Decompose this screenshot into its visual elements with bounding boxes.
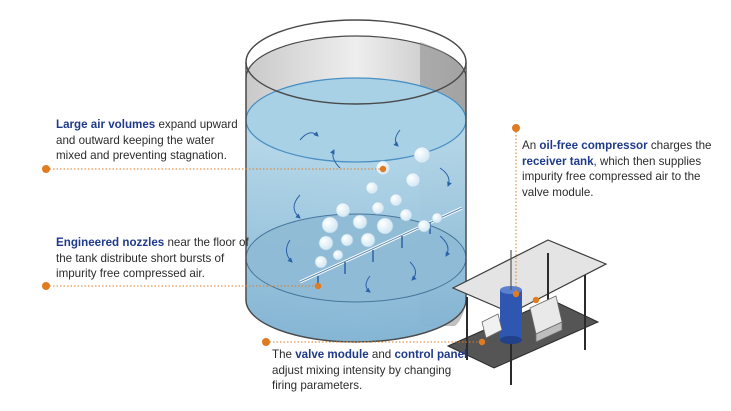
nozzles-highlight: Engineered nozzles [56,236,165,249]
nozzles-target-dot [314,282,322,290]
valve-callout: The valve module and control panel adjus… [272,347,472,394]
circulation-arrows [286,129,452,293]
air-volumes-highlight: Large air volumes [56,118,156,131]
air-volumes-callout: Large air volumes expand upward and outw… [56,117,246,164]
water-surface [245,77,467,163]
air-bubbles [314,146,443,269]
compressor-target-dot [532,296,540,304]
valve-text: adjust mixing intensity by changing firi… [272,363,452,393]
compressor-highlight: oil-free compressor [539,139,648,152]
callout-leaders [46,128,517,343]
air-volumes-target-dot [379,165,387,173]
compressor-callout: An oil-free compressor charges the recei… [522,138,727,200]
compressor-mid: charges the [647,139,712,152]
compressor-shelter [446,239,608,385]
valve-mid: and [368,348,395,361]
control-panel-highlight: control panel [394,348,468,361]
valve-module [481,313,503,339]
compressor-dot [512,124,520,132]
shelter-roof [451,239,608,314]
nozzles-dot [42,282,50,290]
tank-outline [245,62,467,343]
valve-lead: The [272,348,296,361]
receiver-target-dot [512,290,520,298]
compressor-text: , which then supplies impurity free comp… [522,154,702,199]
water-tank [245,19,467,343]
oil-free-compressor [529,295,563,343]
nozzles-callout: Engineered nozzles near the floor of the… [56,235,251,282]
receiver-tank-highlight: receiver tank [522,154,594,168]
nozzles-text: near the floor of the tank distribute sh… [56,236,249,280]
air-volumes-text: expand upward and outward keeping the wa… [56,118,238,162]
valve-target-dot [478,338,486,346]
valve-module-highlight: valve module [295,348,369,361]
valve-dot [262,338,270,346]
compressor-lead: An [522,139,540,152]
callout-dots [42,124,540,346]
air-volumes-dot [42,165,50,173]
